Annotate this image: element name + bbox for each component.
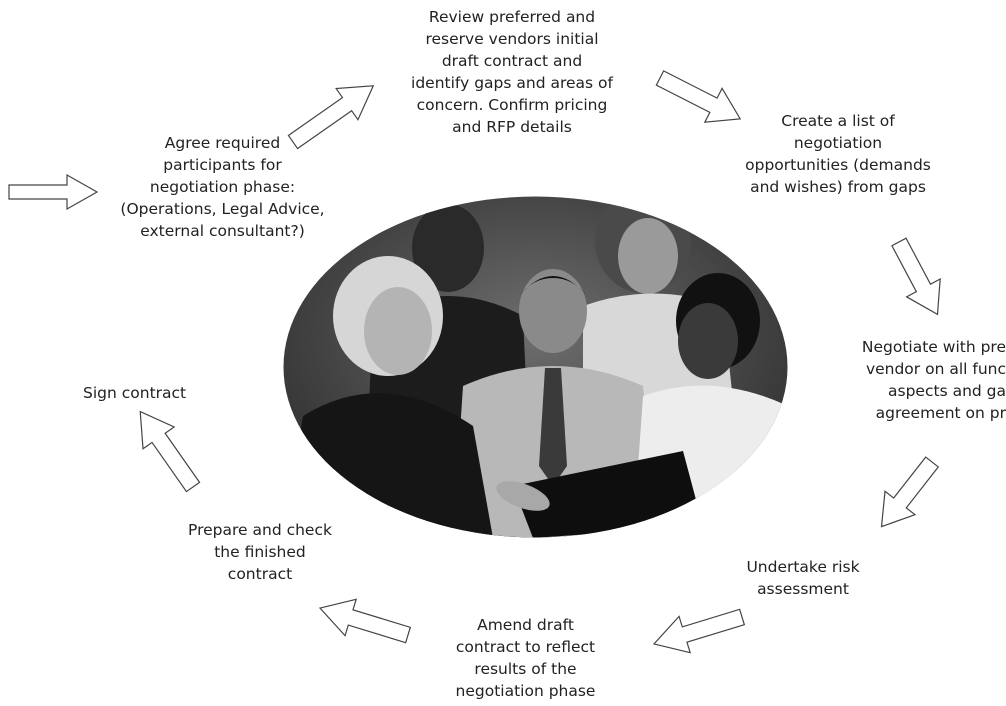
arrow-to-review-icon: [287, 85, 375, 150]
person-left-face: [364, 287, 432, 375]
arrow-to-sign-icon: [139, 410, 201, 493]
person-back-left-head: [412, 204, 484, 292]
person-center-head: [519, 269, 587, 353]
pointing-hand: [496, 481, 550, 511]
arrow-entry-icon: [8, 173, 99, 211]
person-back-right-face: [618, 218, 678, 294]
person-center-tie: [539, 368, 567, 486]
arrow-to-negotiate-icon: [891, 237, 941, 316]
arrow-to-create-list-icon: [655, 70, 742, 123]
step-risk-assessment: Undertake risk assessment: [746, 558, 860, 598]
person-right-face: [678, 303, 738, 379]
step-review-draft: Review preferred and reserve vendors ini…: [411, 8, 613, 136]
step-sign-contract: Sign contract: [83, 384, 187, 402]
step-create-list: Create a list of negotiation opportuniti…: [745, 112, 931, 196]
step-prepare-check: Prepare and check the finished contract: [188, 521, 332, 583]
arrow-to-amend-icon: [652, 608, 746, 654]
arrow-to-risk-icon: [880, 456, 940, 528]
laptop: [513, 451, 703, 538]
step-agree-participants: Agree required participants for negotiat…: [120, 134, 325, 240]
step-negotiate: Negotiate with pre vendor on all func as…: [861, 338, 1006, 422]
arrow-to-prepare-icon: [318, 598, 412, 644]
step-amend-draft: Amend draft contract to reflect results …: [455, 616, 596, 700]
team-photo: [283, 196, 788, 538]
person-center-hair: [519, 276, 587, 296]
